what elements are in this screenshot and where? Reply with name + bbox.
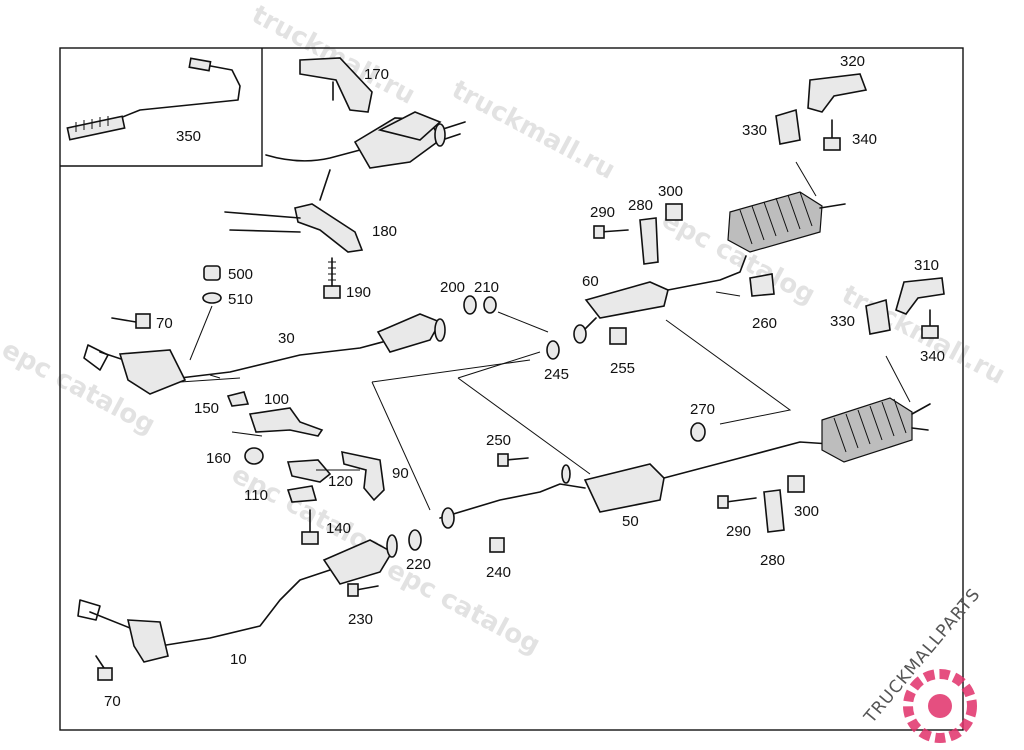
bracket-310 xyxy=(895,277,945,315)
bolt-250 xyxy=(497,453,529,467)
callout-310: 310 xyxy=(914,257,939,274)
callout-300: 300 xyxy=(794,503,819,520)
ring-245 xyxy=(546,340,560,360)
callout-500: 500 xyxy=(228,266,253,283)
watermark: epc catalog xyxy=(0,335,160,441)
bolt-340-lower xyxy=(921,309,939,339)
bushing-160 xyxy=(244,447,264,465)
callout-280: 280 xyxy=(760,552,785,569)
callout-510: 510 xyxy=(228,291,253,308)
callout-250: 250 xyxy=(486,432,511,449)
catalyst-pair xyxy=(265,111,466,201)
callout-120: 120 xyxy=(328,473,353,490)
mount-120 xyxy=(286,459,332,483)
callout-330: 330 xyxy=(830,313,855,330)
callout-350: 350 xyxy=(176,128,201,145)
brand-text: TRUCKMALLPARTS xyxy=(860,585,985,728)
callout-labels: 10 30 50 60 70 70 90 100 110 120 140 150… xyxy=(104,53,945,710)
callout-340: 340 xyxy=(920,348,945,365)
intermediate-pipe-50 xyxy=(439,441,831,529)
rear-muffler-lower xyxy=(821,397,931,463)
bolt-190 xyxy=(323,257,341,299)
hanger-group-lower xyxy=(717,475,805,533)
callout-320: 320 xyxy=(840,53,865,70)
inset-frame xyxy=(60,48,263,167)
callout-180: 180 xyxy=(372,223,397,240)
callout-240: 240 xyxy=(486,564,511,581)
nut-255 xyxy=(609,327,627,345)
bolt-70-lower xyxy=(95,655,113,681)
bracket-180 xyxy=(294,203,364,253)
callout-160: 160 xyxy=(206,450,231,467)
rear-muffler-upper xyxy=(727,191,846,253)
callout-330: 330 xyxy=(742,122,767,139)
callout-270: 270 xyxy=(690,401,715,418)
front-pipe-10 xyxy=(77,534,398,663)
callout-50: 50 xyxy=(622,513,639,530)
callout-170: 170 xyxy=(364,66,389,83)
bracket-320 xyxy=(807,73,868,113)
clip-150 xyxy=(226,391,250,407)
ring-270 xyxy=(690,422,706,442)
callout-190: 190 xyxy=(346,284,371,301)
callout-200: 200 xyxy=(440,279,465,296)
callout-70: 70 xyxy=(156,315,173,332)
bolt-140 xyxy=(301,509,319,545)
brand-gear-icon xyxy=(903,669,977,743)
callout-300: 300 xyxy=(658,183,683,200)
callout-60: 60 xyxy=(582,273,599,290)
front-pipe-30 xyxy=(83,313,446,395)
callout-150: 150 xyxy=(194,400,219,417)
leader-lines xyxy=(231,161,911,511)
bolt-230 xyxy=(347,583,379,597)
bracket-90 xyxy=(341,450,385,502)
pipe-180 xyxy=(224,211,301,233)
ring-200 xyxy=(463,295,477,315)
callout-30: 30 xyxy=(278,330,295,347)
callout-90: 90 xyxy=(392,465,409,482)
rubber-mount-330-upper xyxy=(775,108,801,145)
callout-230: 230 xyxy=(348,611,373,628)
ring-210 xyxy=(483,296,497,314)
callout-280: 280 xyxy=(628,197,653,214)
callout-10: 10 xyxy=(230,651,247,668)
callout-260: 260 xyxy=(752,315,777,332)
nut-240 xyxy=(489,537,505,553)
watermark: truckmall.ru xyxy=(447,75,620,186)
hanger-110 xyxy=(286,485,318,503)
callout-220: 220 xyxy=(406,556,431,573)
callout-100: 100 xyxy=(264,391,289,408)
callout-70: 70 xyxy=(104,693,121,710)
callout-110: 110 xyxy=(244,487,268,504)
ring-220 xyxy=(408,529,422,551)
brand-logo: TRUCKMALLPARTS xyxy=(860,585,985,743)
bolt-70-upper xyxy=(111,313,151,329)
callout-290: 290 xyxy=(590,204,615,221)
bracket-170 xyxy=(299,57,373,113)
callout-340: 340 xyxy=(852,131,877,148)
bolt-340-upper xyxy=(823,119,841,151)
rubber-mount-330-lower xyxy=(865,298,891,335)
bracket-100 xyxy=(248,407,324,437)
callout-290: 290 xyxy=(726,523,751,540)
callout-140: 140 xyxy=(326,520,351,537)
hanger-group-upper xyxy=(593,203,683,265)
callout-255: 255 xyxy=(610,360,635,377)
hanger-260 xyxy=(749,273,775,297)
callout-210: 210 xyxy=(474,279,499,296)
oxygen-sensor-350 xyxy=(66,57,241,141)
plug-500-510 xyxy=(189,265,222,361)
diagram-frame xyxy=(59,47,964,731)
rear-pipe-60 xyxy=(573,255,747,344)
callout-245: 245 xyxy=(544,366,569,383)
watermark-layer: truckmall.ru epc catalog truckmall.ru ep… xyxy=(0,0,1010,661)
